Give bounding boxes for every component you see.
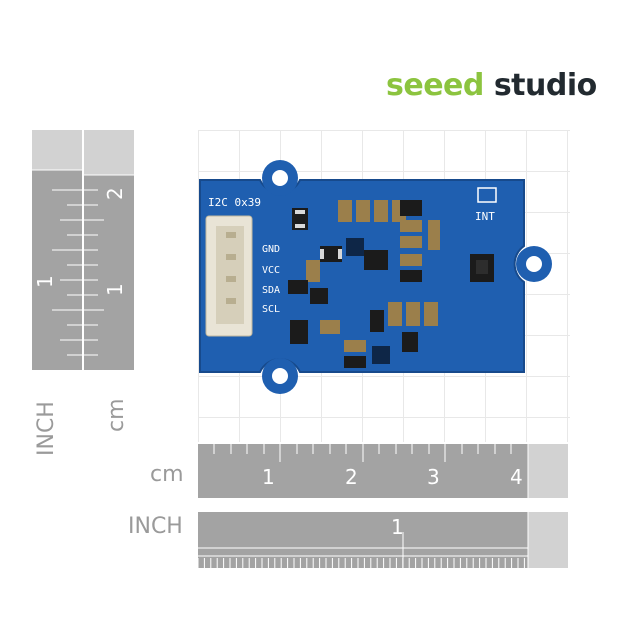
inch-tick-1: 1	[391, 515, 404, 539]
cm-tick-3: 3	[427, 465, 440, 489]
v-cm-tick-2: 2	[103, 187, 127, 200]
pin-vcc: VCC	[262, 265, 280, 276]
cm-tick-4: 4	[510, 465, 523, 489]
horizontal-inch-label: INCH	[128, 514, 183, 539]
i2c-address-label: I2C 0x39	[208, 196, 261, 209]
horizontal-ruler-cm: 1 2 3 4	[198, 444, 568, 498]
pin-sda: SDA	[262, 285, 280, 296]
vertical-ruler-inch: 1	[32, 130, 82, 370]
horizontal-cm-label: cm	[150, 462, 184, 487]
pin-gnd: GND	[262, 244, 280, 255]
vertical-cm-label: cm	[104, 398, 129, 432]
pin-scl: SCL	[262, 304, 280, 315]
cm-tick-1: 1	[262, 465, 275, 489]
logo-seeed: seeed	[386, 68, 484, 103]
vertical-ruler-cm: 2 1	[84, 130, 134, 370]
cm-tick-2: 2	[345, 465, 358, 489]
seeed-studio-logo: seeed studio	[386, 68, 597, 103]
grove-sensor-board: I2C 0x39 INT GND VCC SDA SCL	[199, 160, 552, 394]
vertical-inch-label: INCH	[34, 401, 59, 456]
v-cm-tick-1: 1	[103, 283, 127, 296]
int-label: INT	[475, 210, 495, 223]
smd-components	[288, 200, 494, 368]
horizontal-ruler-inch: 1	[198, 512, 568, 568]
logo-studio: studio	[493, 68, 597, 103]
v-inch-tick-1: 1	[33, 275, 57, 288]
